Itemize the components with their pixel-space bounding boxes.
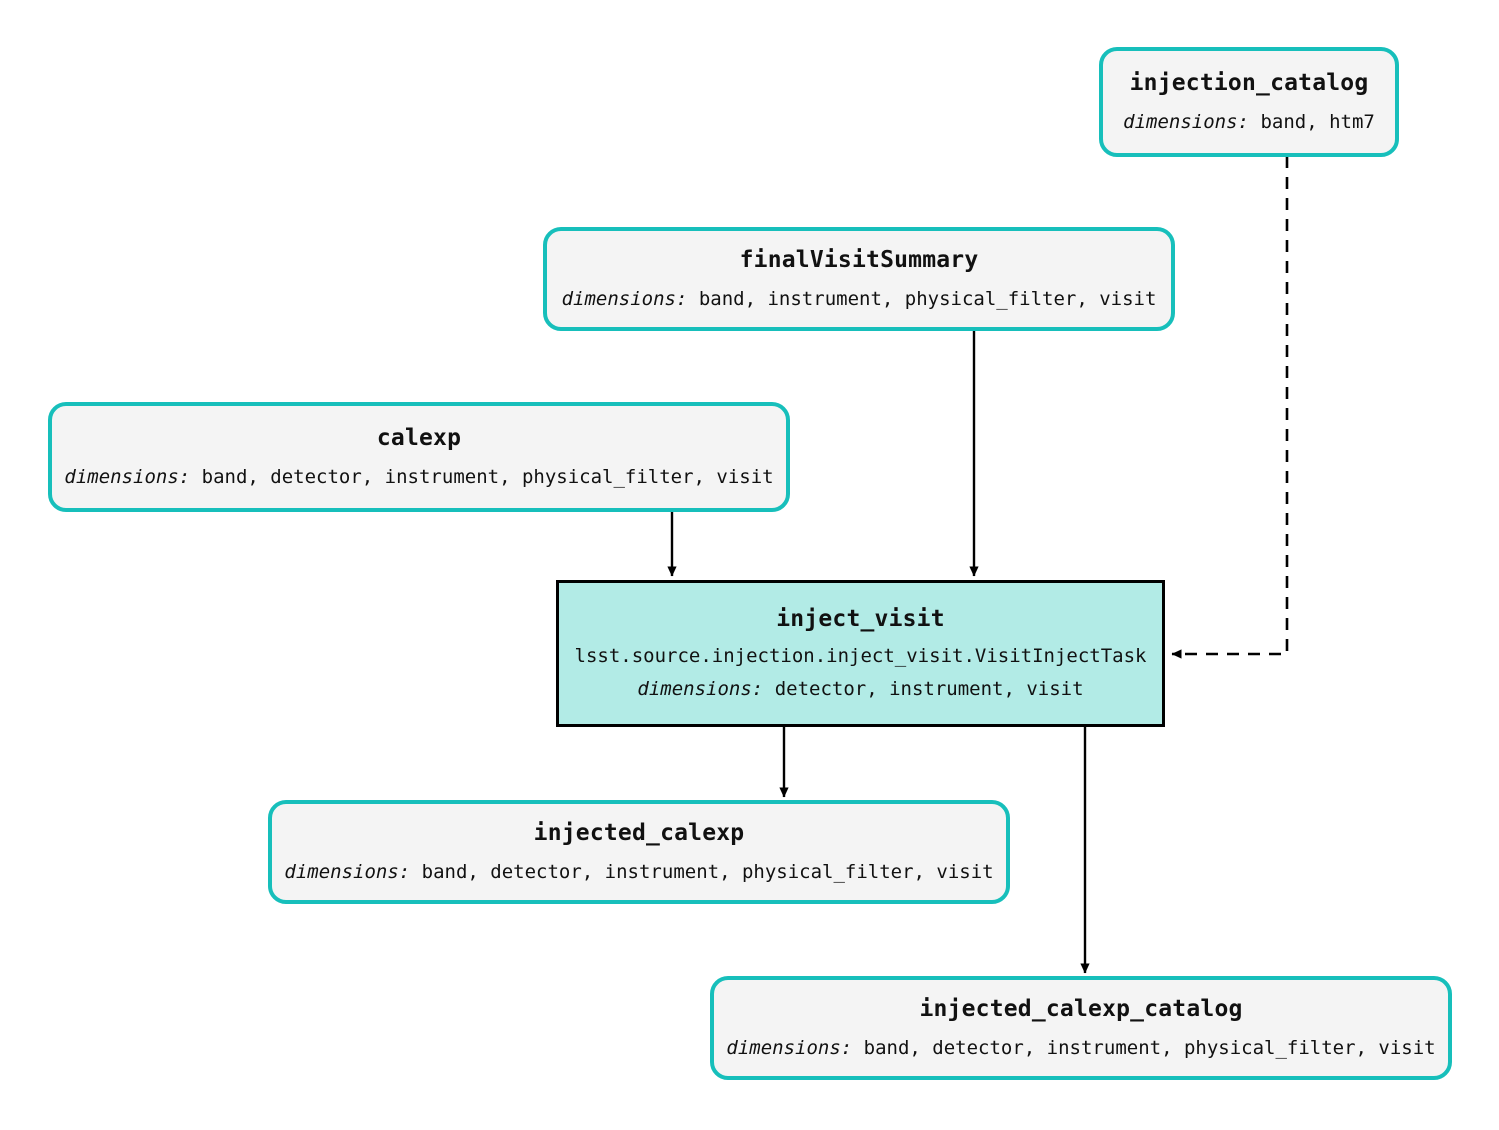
node-calexp-title: calexp <box>376 425 462 452</box>
node-inject-visit-title: inject_visit <box>776 606 945 633</box>
node-final-visit-summary-title: finalVisitSummary <box>739 247 979 274</box>
dimensions-label: dimensions: <box>64 465 191 488</box>
node-injected-calexp-catalog-title: injected_calexp_catalog <box>919 996 1243 1023</box>
node-inject-visit-dimensions: dimensions: detector, instrument, visit <box>637 678 1083 701</box>
node-injection-catalog-dimensions: dimensions: band, htm7 <box>1123 111 1375 134</box>
node-inject-visit[interactable]: inject_visit lsst.source.injection.injec… <box>556 580 1165 727</box>
node-final-visit-summary-dimensions: dimensions: band, instrument, physical_f… <box>562 288 1157 311</box>
dimensions-label: dimensions: <box>284 860 411 883</box>
edge-injection-catalog-to-inject-visit <box>1171 156 1289 659</box>
node-calexp-dimensions: dimensions: band, detector, instrument, … <box>64 466 773 489</box>
dimensions-label: dimensions: <box>561 287 688 310</box>
dimensions-values: band, detector, instrument, physical_fil… <box>190 465 774 488</box>
node-injected-calexp-title: injected_calexp <box>533 820 745 847</box>
dimensions-label: dimensions: <box>637 677 764 700</box>
dimensions-values: band, detector, instrument, physical_fil… <box>410 860 994 883</box>
node-final-visit-summary[interactable]: finalVisitSummary dimensions: band, inst… <box>543 227 1175 331</box>
node-injection-catalog[interactable]: injection_catalog dimensions: band, htm7 <box>1099 47 1399 157</box>
node-injected-calexp[interactable]: injected_calexp dimensions: band, detect… <box>268 800 1010 904</box>
node-injected-calexp-dimensions: dimensions: band, detector, instrument, … <box>284 861 993 884</box>
node-injection-catalog-title: injection_catalog <box>1129 70 1369 97</box>
dimensions-values: detector, instrument, visit <box>763 677 1084 700</box>
node-injected-calexp-catalog-dimensions: dimensions: band, detector, instrument, … <box>726 1037 1435 1060</box>
dimensions-values: band, instrument, physical_filter, visit <box>687 287 1157 310</box>
dimensions-label: dimensions: <box>1123 110 1249 133</box>
node-injected-calexp-catalog[interactable]: injected_calexp_catalog dimensions: band… <box>710 976 1452 1080</box>
dimensions-values: band, htm7 <box>1249 110 1375 133</box>
node-inject-visit-task-class: lsst.source.injection.inject_visit.Visit… <box>574 644 1147 667</box>
node-calexp[interactable]: calexp dimensions: band, detector, instr… <box>48 402 790 512</box>
dimensions-values: band, detector, instrument, physical_fil… <box>852 1036 1436 1059</box>
dimensions-label: dimensions: <box>726 1036 853 1059</box>
